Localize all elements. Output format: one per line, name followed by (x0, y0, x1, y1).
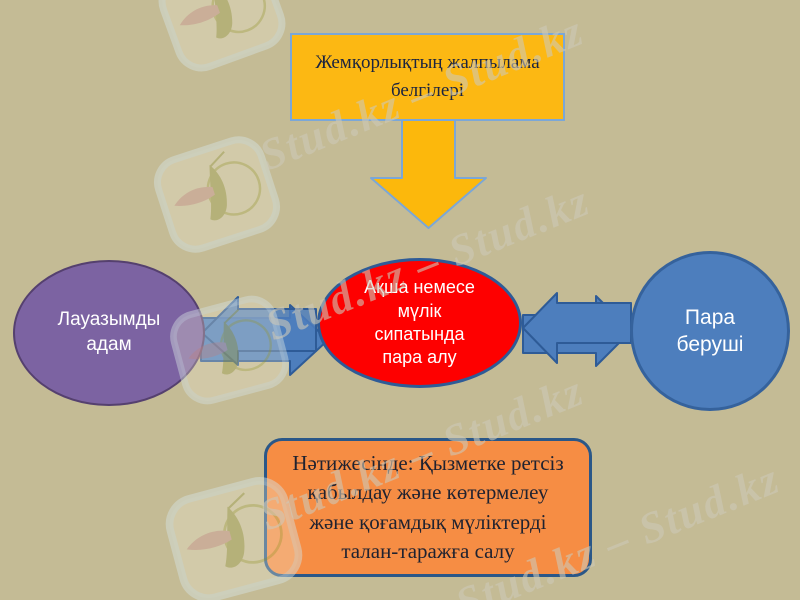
title-box-label: Жемқорлықтың жалпылама белгілері (315, 52, 540, 101)
arrow-down-icon (370, 118, 487, 229)
node-bribe-taking: Ақша немесе мүлік сипатында пара алу (317, 258, 522, 388)
node-official-person: Лауазымды адам (13, 260, 205, 406)
node-bribe-label: Ақша немесе мүлік сипатында пара алу (364, 277, 475, 368)
title-box: Жемқорлықтың жалпылама белгілері (290, 33, 565, 121)
arrow-left-icon (522, 292, 632, 364)
node-official-label: Лауазымды адам (57, 309, 161, 355)
double-arrow-right-connector (522, 292, 632, 367)
hummingbird-logo-icon (158, 0, 286, 72)
double-arrow-left-connector (200, 296, 329, 376)
result-box-label: Нәтижесінде: Қызметке ретсіз қабылдау жә… (292, 450, 564, 563)
node-giver-label: Пара беруші (676, 305, 744, 356)
result-box: Нәтижесінде: Қызметке ретсіз қабылдау жә… (264, 438, 592, 577)
node-bribe-giver: Пара беруші (630, 251, 790, 411)
hummingbird-logo-icon (154, 136, 280, 253)
